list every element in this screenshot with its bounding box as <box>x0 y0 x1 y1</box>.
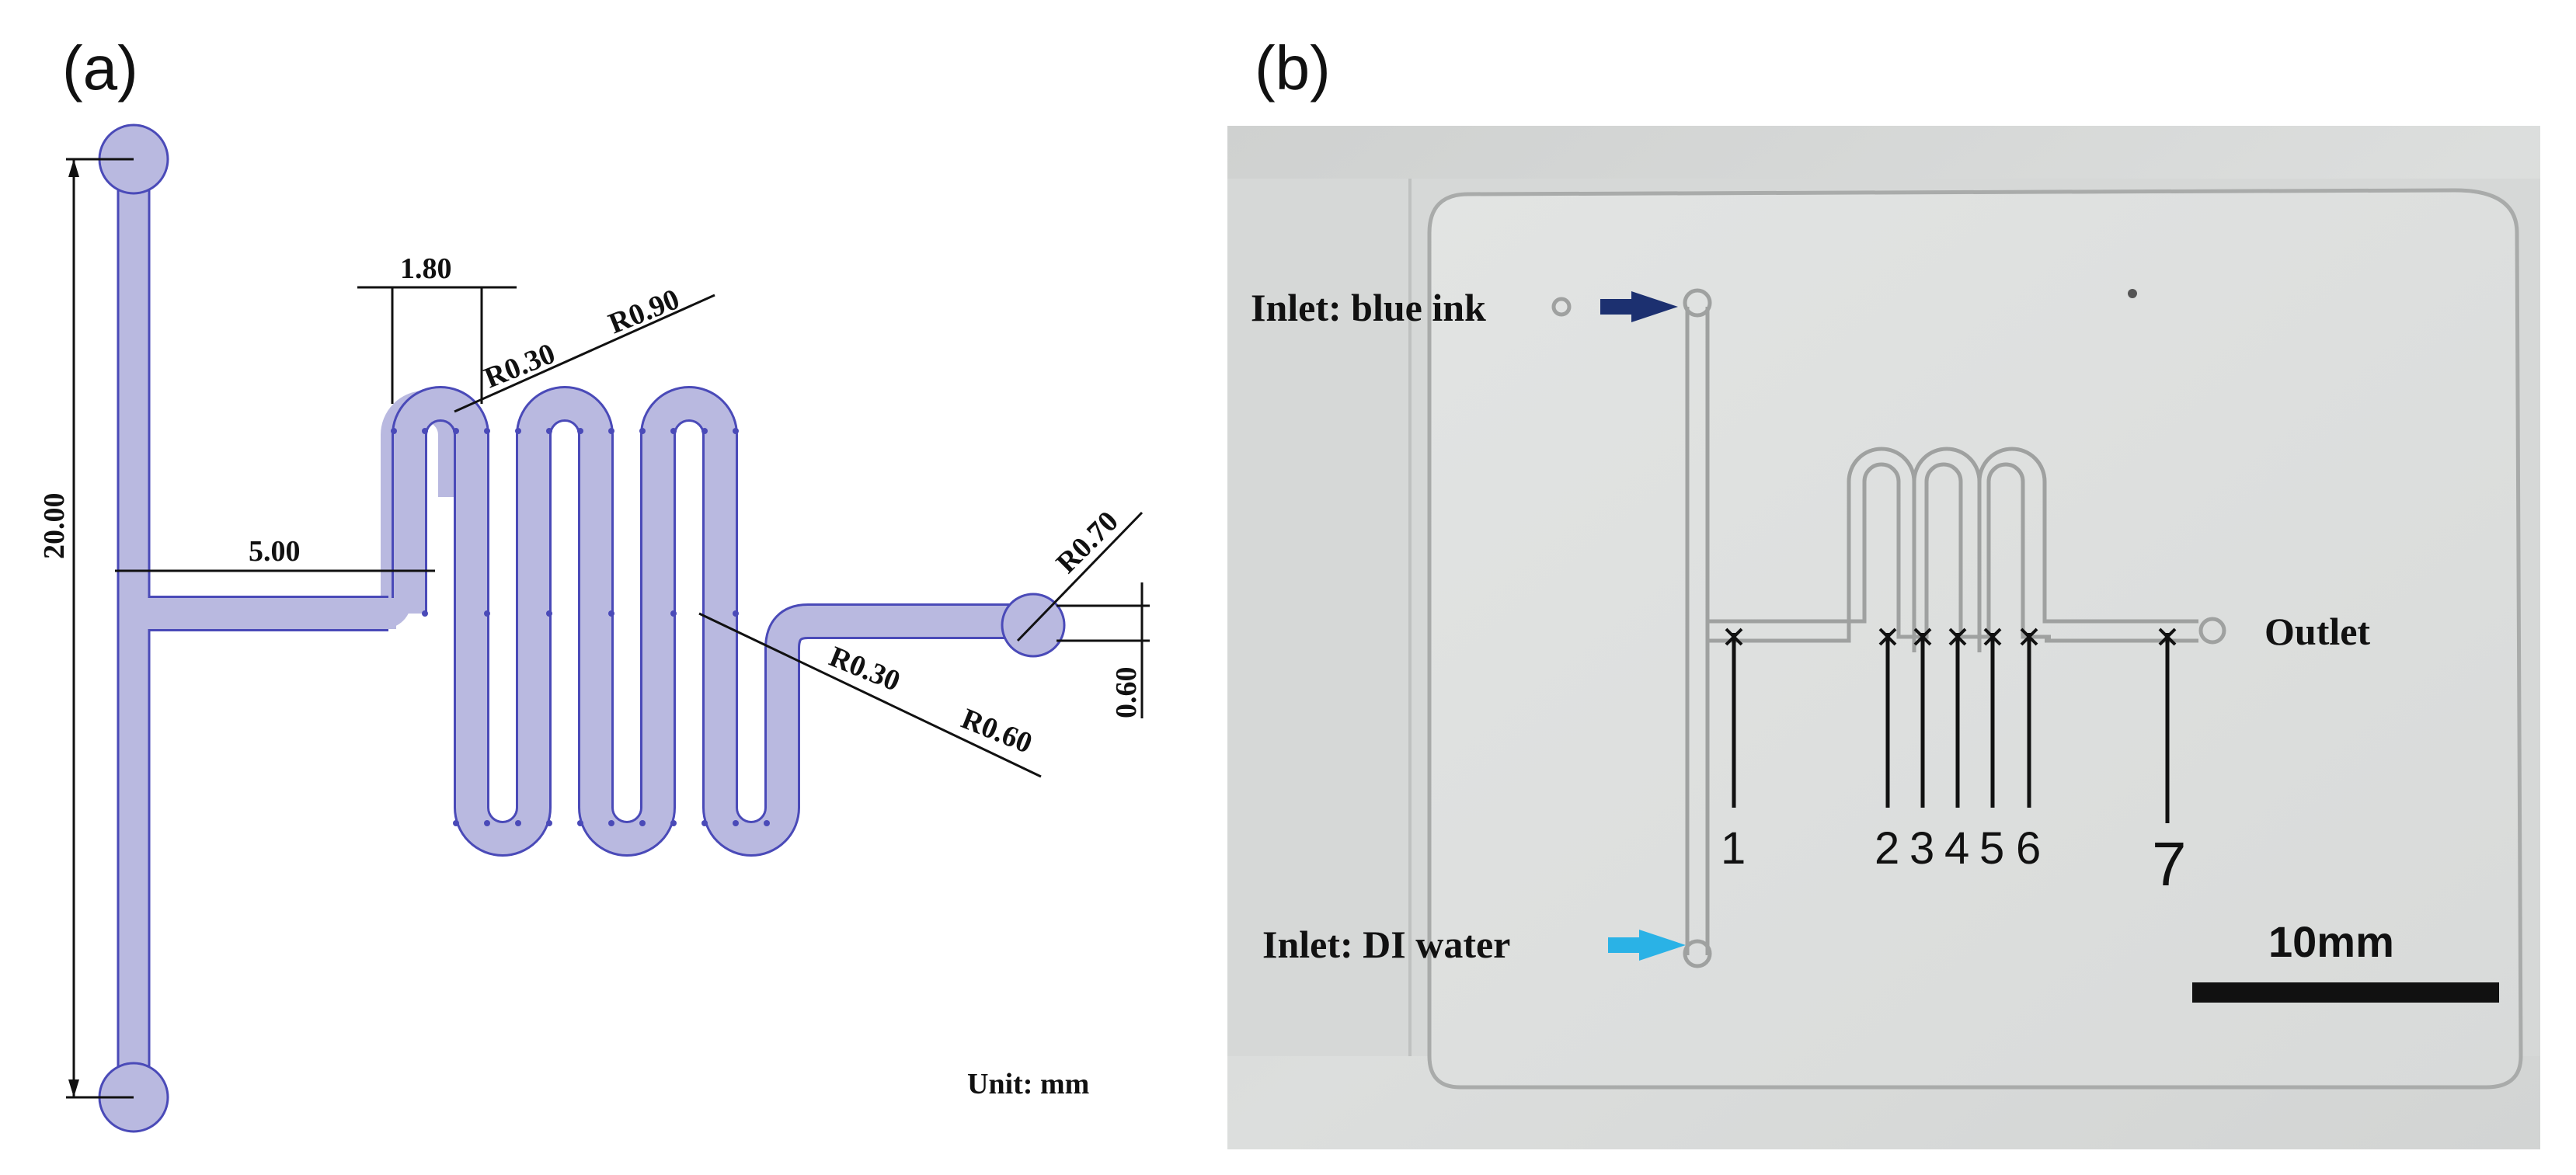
microchannel-design <box>98 123 1066 1133</box>
point-5-label: 5 <box>1979 823 2004 874</box>
inlet-ink-label: Inlet: blue ink <box>1251 286 1486 329</box>
panel-a-label: (a) <box>62 33 138 103</box>
scale-bar-label: 10mm <box>2268 917 2394 966</box>
point-3-label: 3 <box>1909 823 1934 874</box>
r-leader-low <box>698 612 1042 778</box>
photo-channels <box>1551 288 2226 968</box>
water-arrow-icon <box>1608 930 1686 961</box>
panel-a: (a) <box>38 33 1150 1133</box>
dim-060-text: 0.60 <box>1110 667 1143 719</box>
ink-arrow-icon <box>1600 291 1678 322</box>
inlet-arrows <box>1600 291 1686 961</box>
r030-low-text: R0.30 <box>825 640 905 697</box>
dim-180-text: 1.80 <box>400 252 452 285</box>
point-2-label: 2 <box>1875 823 1899 874</box>
r030-top-text: R0.30 <box>480 337 560 395</box>
inlet-water-label: Inlet: DI water <box>1262 923 1510 966</box>
construction-dots <box>391 428 770 826</box>
panel-b: (b) Inlet: blue ink Inlet: DI water <box>1227 33 2540 1149</box>
outlet-label: Outlet <box>2264 610 2370 653</box>
dim-20-text: 20.00 <box>38 493 71 560</box>
point-7-label: 7 <box>2152 829 2187 899</box>
r070-leader <box>1016 511 1144 642</box>
panel-b-label: (b) <box>1255 33 1331 103</box>
r-leader-top <box>454 294 715 413</box>
point-6-label: 6 <box>2016 823 2041 874</box>
dim-5-text: 5.00 <box>249 535 301 568</box>
r090-text: R0.90 <box>604 283 684 340</box>
r060-text: R0.60 <box>957 702 1037 760</box>
measurement-markers <box>1725 627 2177 823</box>
point-4-label: 4 <box>1944 823 1969 874</box>
scale-bar <box>2192 982 2499 1003</box>
serpentine-channel <box>394 388 1033 854</box>
unit-label: Unit: mm <box>967 1068 1089 1100</box>
point-1-label: 1 <box>1721 823 1746 874</box>
